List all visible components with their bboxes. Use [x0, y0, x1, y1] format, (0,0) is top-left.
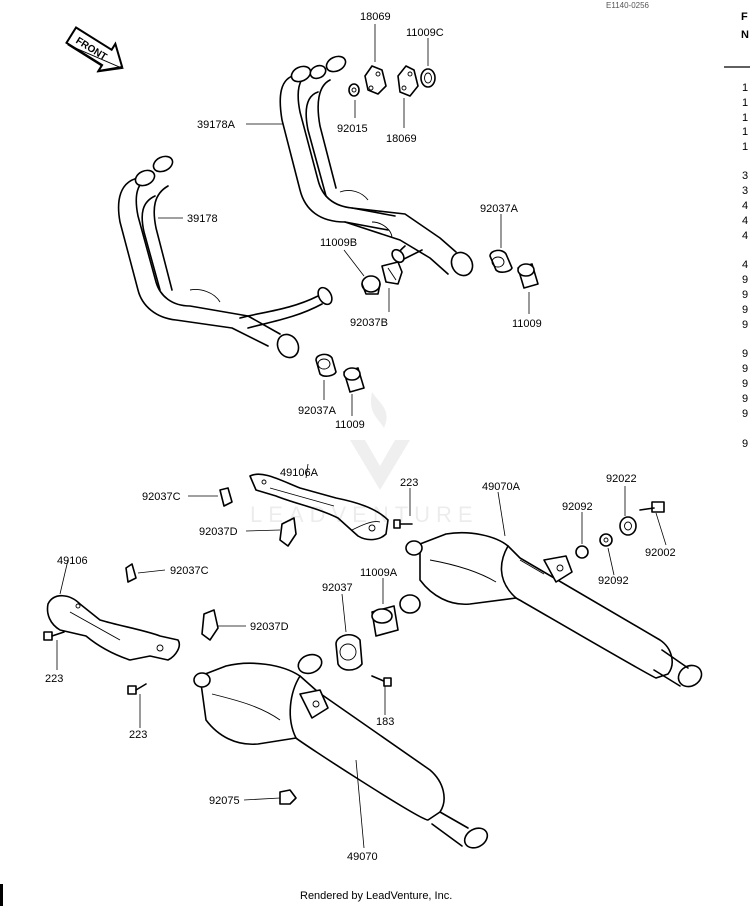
header-pipe-39178	[117, 155, 333, 359]
label-92037c-top: 92037C	[142, 491, 181, 503]
label-92092-a: 92092	[562, 501, 593, 513]
label-39178: 39178	[187, 213, 218, 225]
front-arrow-icon: FRONT	[65, 26, 125, 73]
bolt-223-bot	[127, 683, 147, 695]
side-num: 9	[742, 378, 748, 390]
label-223-left: 223	[45, 673, 63, 685]
muffler-49070	[193, 653, 489, 849]
label-92037d-mid: 92037D	[250, 621, 289, 633]
side-num: 9	[742, 274, 748, 286]
gasket-11009-right	[517, 263, 539, 289]
gasket-11009c	[420, 68, 436, 88]
label-92037b: 92037B	[350, 317, 388, 329]
watermark-text: LEADVENTURE	[250, 502, 479, 527]
label-223-bottom: 223	[129, 729, 147, 741]
heat-shield-49106	[46, 594, 181, 661]
bracket-92037c-mid	[125, 563, 137, 583]
side-num: 9	[742, 438, 748, 450]
label-18069-top: 18069	[360, 11, 391, 23]
label-92092-b: 92092	[598, 575, 629, 587]
side-num: 4	[742, 259, 748, 271]
label-92022: 92022	[606, 473, 637, 485]
clamp-92037b	[381, 261, 403, 285]
label-92075: 92075	[209, 795, 240, 807]
side-num: 9	[742, 408, 748, 420]
nut-92092-b	[599, 533, 613, 547]
heat-shield-49106a	[249, 473, 389, 541]
label-11009c: 11009C	[406, 27, 444, 39]
side-num: 1	[742, 126, 748, 138]
label-92002: 92002	[645, 547, 676, 559]
gasket-11009-left	[343, 367, 365, 393]
bolt-92002	[639, 501, 665, 513]
side-num: 4	[742, 200, 748, 212]
label-39178a: 39178A	[197, 119, 236, 131]
side-num: 1	[742, 141, 748, 153]
side-num: 9	[742, 363, 748, 375]
label-92037a-left: 92037A	[298, 405, 337, 417]
muffler-49070a	[399, 531, 703, 688]
label-92015: 92015	[337, 123, 368, 135]
label-92037a-right: 92037A	[480, 203, 519, 215]
side-num: 1	[742, 97, 748, 109]
label-18069-bottom: 18069	[386, 133, 417, 145]
label-11009b: 11009B	[320, 237, 357, 249]
label-49070: 49070	[347, 851, 378, 863]
nut-92015	[348, 83, 360, 97]
bolt-223-top	[393, 519, 413, 529]
label-92037c-mid: 92037C	[170, 565, 209, 577]
label-49070a: 49070A	[482, 481, 521, 493]
gasket-11009b	[361, 275, 381, 295]
clamp-92037	[335, 633, 363, 671]
side-num: 4	[742, 230, 748, 242]
side-num: 4	[742, 215, 748, 227]
bolt-183	[371, 675, 392, 687]
side-num: 9	[742, 348, 748, 360]
gasket-11009a	[371, 605, 399, 637]
washer-92022	[619, 516, 637, 536]
leader-lines	[56, 24, 667, 849]
side-num: 1	[742, 82, 748, 94]
bracket-92037d-top	[279, 517, 297, 547]
side-num: 9	[742, 289, 748, 301]
label-223-top: 223	[400, 477, 418, 489]
side-num: 1	[742, 112, 748, 124]
label-11009-right: 11009	[512, 318, 542, 330]
part-labels: 18069 11009C 39178A 92015 18069 39178 92…	[45, 11, 676, 863]
side-num: 3	[742, 170, 748, 182]
nut-92075	[279, 789, 297, 805]
side-header-1: F	[741, 11, 748, 23]
label-11009a: 11009A	[360, 567, 398, 579]
bolt-223-left	[43, 631, 65, 641]
label-49106a: 49106A	[280, 467, 319, 479]
label-11009-left: 11009	[335, 419, 365, 431]
diagram-code: E1140-0256	[606, 1, 650, 10]
label-49106: 49106	[57, 555, 88, 567]
side-num: 9	[742, 304, 748, 316]
clamp-18069-top	[364, 65, 387, 95]
margin-mark	[0, 884, 3, 906]
side-num: 9	[742, 393, 748, 405]
label-92037d-top: 92037D	[199, 526, 238, 538]
label-92037: 92037	[322, 582, 353, 594]
bracket-92037d-mid	[201, 609, 219, 641]
nut-92092-a	[575, 545, 589, 559]
side-num: 9	[742, 319, 748, 331]
footer-credit: Rendered by LeadVenture, Inc.	[300, 890, 452, 902]
label-183: 183	[376, 716, 394, 728]
bracket-92037c-top	[219, 487, 233, 507]
header-pipe-39178a	[279, 55, 474, 277]
side-parts-list: F N 1 1 1 1 1 3 3 4 4 4 4 9 9 9 9 9 9 9 …	[724, 11, 750, 450]
side-num: 3	[742, 185, 748, 197]
side-header-2: N	[741, 29, 749, 41]
clamp-92037a-left	[315, 353, 337, 377]
clamp-18069-bottom	[397, 65, 419, 97]
watermark-logo	[350, 392, 410, 490]
clamp-92037a-right	[489, 249, 513, 273]
